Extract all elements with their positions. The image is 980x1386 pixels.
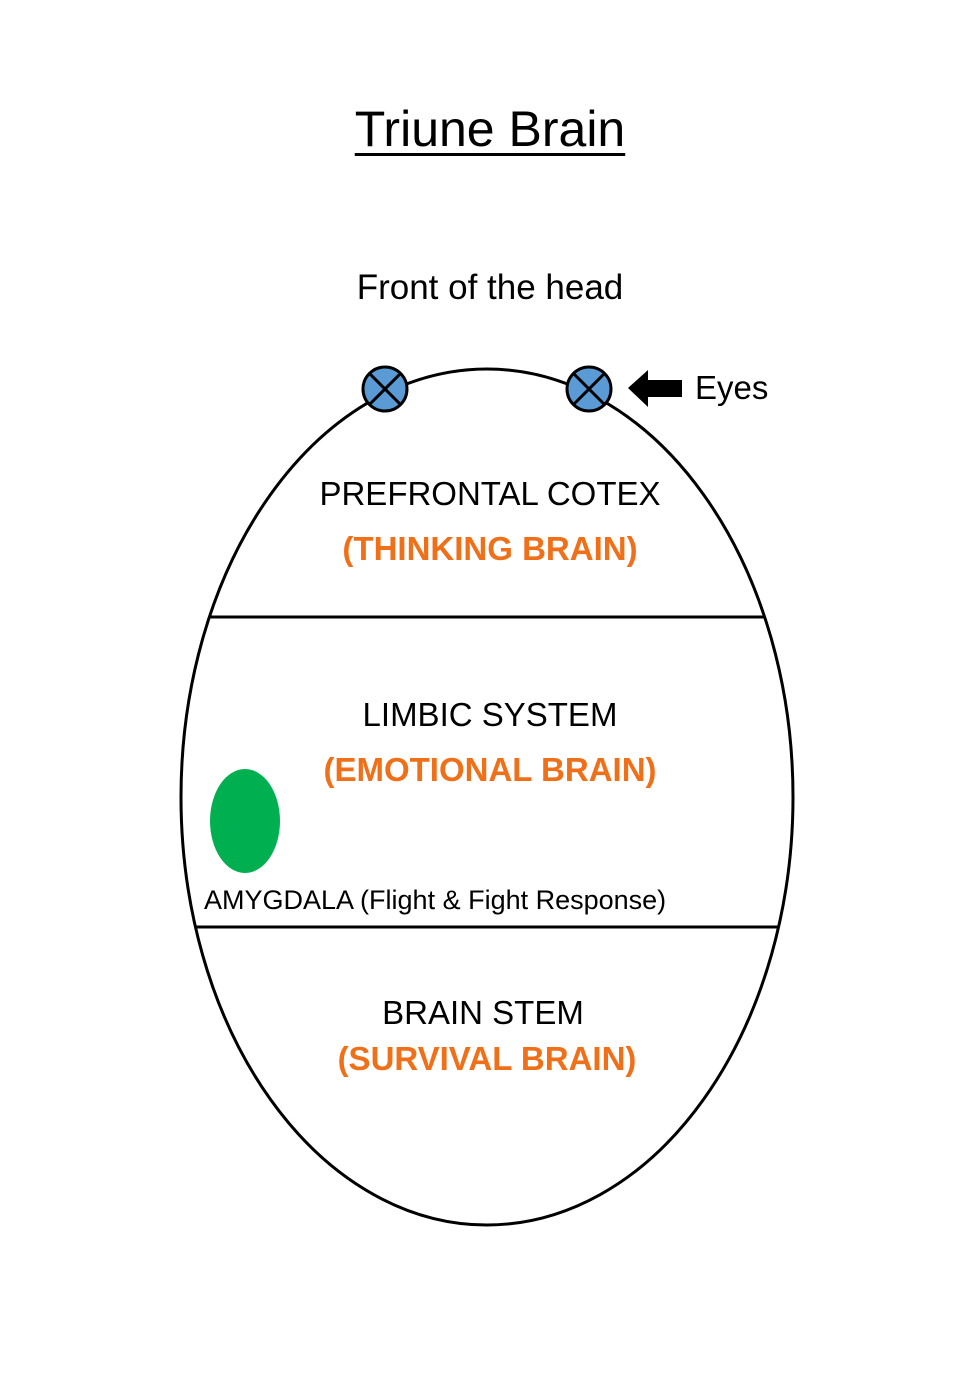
amygdala-oval [210,769,280,873]
amygdala-label: AMYGDALA (Flight & Fight Response) [204,885,667,915]
head-outline [179,367,795,1227]
eyes-label: Eyes [695,369,769,406]
arrow-left-icon [628,370,682,407]
diagram-title: Triune Brain [354,101,626,157]
survival-brain-label: (SURVIVAL BRAIN) [337,1040,637,1077]
limbic-system-label: LIMBIC SYSTEM [362,696,618,733]
prefrontal-cortex-label: PREFRONTAL COTEX [319,475,661,512]
eye-right-icon [565,365,613,413]
thinking-brain-label: (THINKING BRAIN) [342,530,638,567]
front-of-head-label: Front of the head [356,268,624,307]
eye-left-icon [361,365,409,413]
brain-stem-label: BRAIN STEM [382,994,584,1031]
emotional-brain-label: (EMOTIONAL BRAIN) [323,751,657,788]
